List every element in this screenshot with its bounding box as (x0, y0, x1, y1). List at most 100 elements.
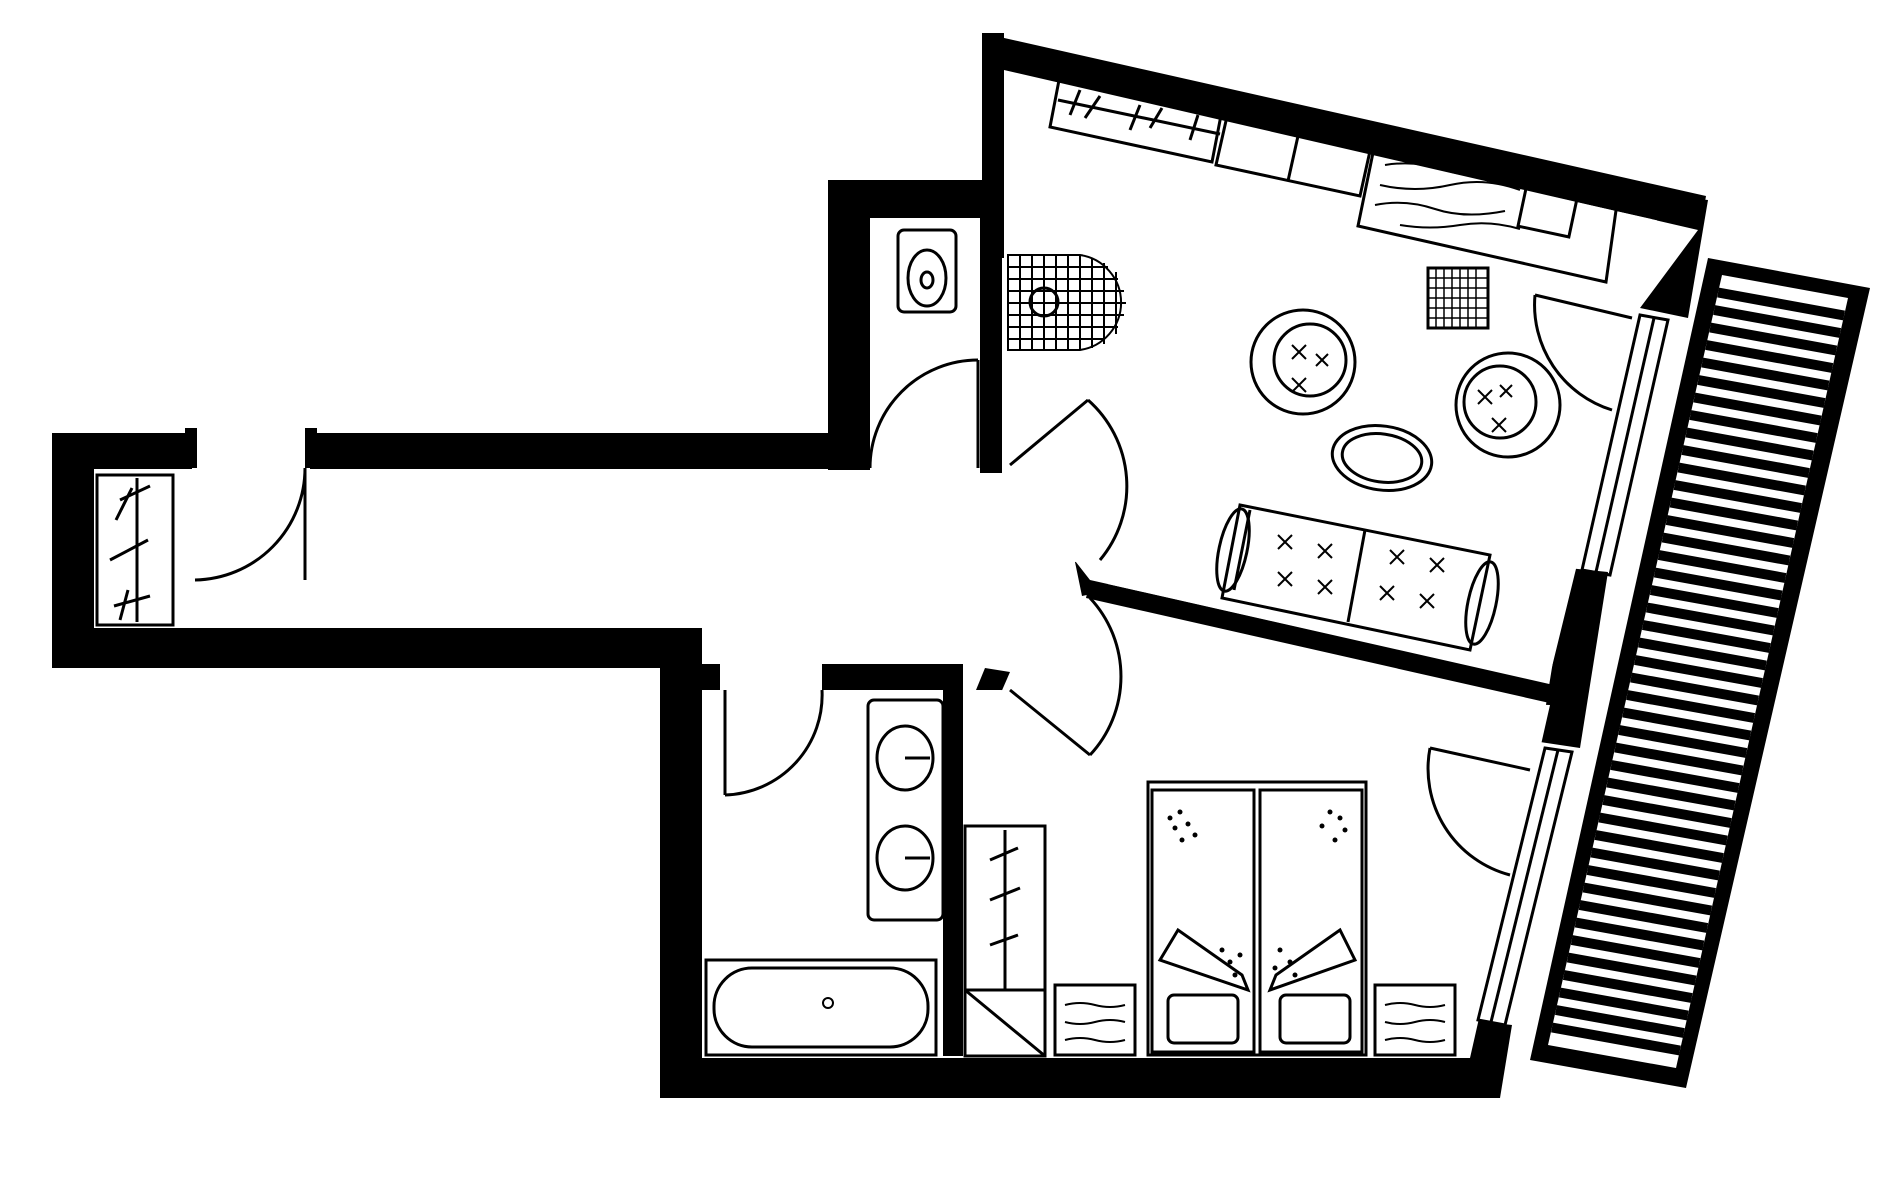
decking-board (1574, 917, 1705, 951)
balcony-door-bedroom-leaf (1429, 746, 1531, 772)
armchair-left (1249, 308, 1357, 416)
wall-middle-right (1540, 568, 1608, 748)
decking-board (1586, 865, 1716, 898)
armchair-right (1454, 351, 1562, 459)
room-interiors (94, 70, 1698, 1058)
balcony-decking-boards (1551, 287, 1845, 1056)
wall-bath-top-2 (822, 664, 962, 690)
duvet-fold-left (1157, 927, 1251, 993)
bedroom-closet (963, 824, 1047, 1058)
washbasin-bottom (875, 824, 935, 892)
armchair-right-seat (1462, 364, 1538, 440)
wall-hall-bath-corner (976, 668, 1010, 695)
hanger-5 (118, 589, 130, 621)
double-bed (1146, 780, 1368, 1057)
wall-wc-right (980, 215, 1002, 473)
shower-tray-tiles-h (1008, 266, 1126, 340)
toilet-bowl (906, 248, 948, 308)
nightstand-right-grain (1384, 1002, 1446, 1043)
armchair-right-cushions (1477, 384, 1513, 433)
kitchen-counter-divider (1286, 126, 1302, 182)
living-wardrobe-hanger-5 (1188, 114, 1200, 141)
wc-room (896, 228, 958, 314)
sofa-back (1232, 509, 1252, 591)
desk-wood-grain (1374, 162, 1521, 230)
decking-board (1551, 1022, 1681, 1056)
wall-living-left (982, 33, 1004, 258)
nightstand-right (1373, 983, 1457, 1057)
decking-board (1634, 655, 1763, 688)
hanger-2 (114, 487, 134, 521)
decking-board (1709, 322, 1838, 356)
wc-interior (870, 218, 980, 470)
wall-bath-top (660, 664, 720, 690)
hanger-1 (119, 484, 151, 502)
bathtub-drain (822, 997, 834, 1009)
wall-left-bottom (52, 628, 702, 668)
desk (1356, 141, 1620, 284)
sofa (1220, 503, 1492, 652)
decking-board (1578, 900, 1709, 933)
wc-door-arc (868, 358, 979, 469)
balcony (1530, 258, 1870, 1088)
shower-tray-outline (1007, 254, 1123, 351)
decking-board (1590, 847, 1720, 881)
decking-board (1570, 935, 1701, 968)
decking-board (1717, 287, 1845, 321)
bath-interior (702, 690, 943, 1058)
bedroom-door-leaf (1009, 688, 1091, 757)
decking-board (1657, 550, 1787, 583)
decking-board (1649, 585, 1779, 618)
armchair-left-seat (1272, 322, 1348, 398)
balcony-door-living-leaf (1534, 293, 1633, 320)
decking-board (1638, 637, 1767, 671)
bed-right (1258, 788, 1364, 1054)
decking-board (1630, 672, 1759, 706)
pillow-left (1166, 993, 1240, 1045)
living-wardrobe-hanger-2 (1083, 95, 1102, 119)
decking-board (1693, 392, 1822, 426)
wall-chair-weave (1428, 268, 1488, 328)
wall-bath-bed-divider (943, 664, 963, 1056)
decking-board (1705, 340, 1834, 373)
closet-hanger-1 (989, 846, 1019, 862)
balcony-door-living-arc (1533, 294, 1613, 412)
living-door-leaf (1009, 398, 1089, 467)
doors (194, 293, 1633, 877)
wall-living-bedroom (1086, 580, 1558, 704)
window-living-mullion (1594, 317, 1656, 573)
pillow-right (1278, 993, 1352, 1045)
decking-board (1594, 830, 1724, 863)
shower-tray (1007, 254, 1126, 351)
closet-diagonal (964, 988, 1046, 1058)
bathtub (704, 958, 938, 1057)
decking-board (1681, 445, 1810, 478)
coffee-table (1330, 424, 1434, 492)
wall-niche-divider (185, 428, 197, 468)
double-washbasin (866, 698, 945, 922)
window-bedroom (1476, 746, 1574, 1027)
decking-board (1669, 497, 1799, 531)
washbasin-top (875, 724, 935, 792)
wall-corridor-top (310, 433, 870, 469)
decking-board (1602, 795, 1732, 828)
wall-living-top (982, 33, 1706, 230)
decking-board (1582, 882, 1713, 916)
coffee-table-top (1340, 432, 1424, 484)
decking-board (1653, 567, 1783, 601)
decking-board (1558, 987, 1689, 1021)
shower-drain (1028, 286, 1060, 318)
window-bedroom-mullion (1489, 749, 1560, 1023)
toilet-cistern (896, 228, 958, 314)
window-living (1580, 313, 1670, 577)
decking-board (1610, 760, 1740, 793)
entrance-door-arc (194, 467, 307, 582)
wall-door-jamb-1 (305, 428, 317, 468)
nightstand-left-grain (1064, 1002, 1126, 1043)
decking-board (1645, 602, 1775, 636)
decking-board (1598, 812, 1728, 846)
duvet-fold-right (1267, 927, 1358, 993)
bedroom (963, 780, 1457, 1058)
living-room (1048, 73, 1620, 652)
